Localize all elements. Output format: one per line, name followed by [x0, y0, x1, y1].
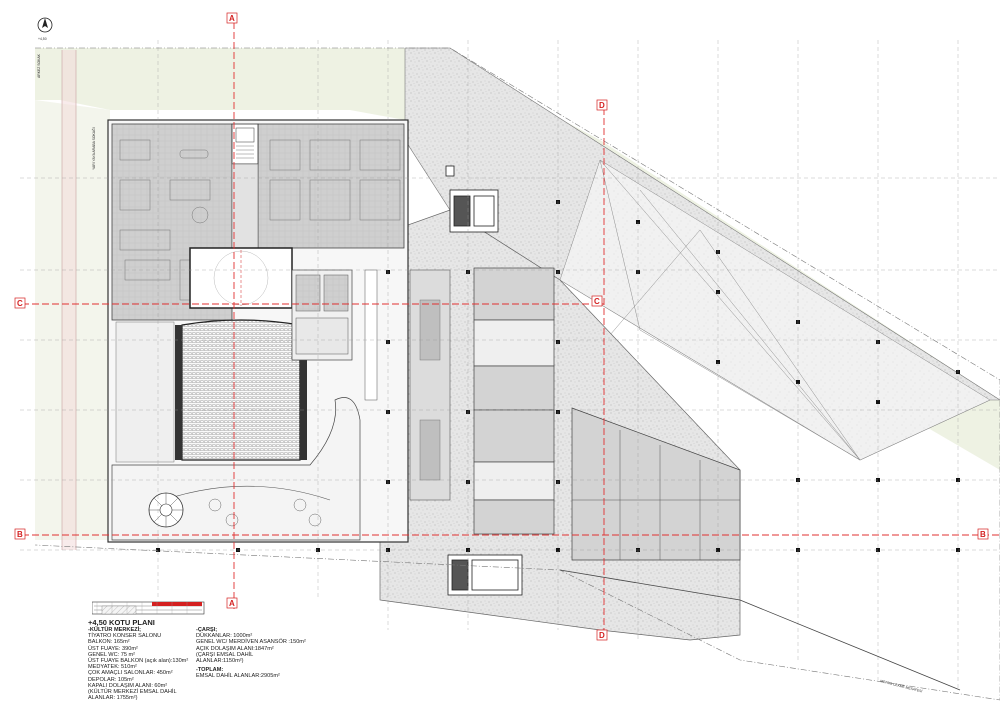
culture-center-header: -KÜLTÜR MERKEZİ; — [88, 627, 142, 633]
area-schedule: +4,50 KOTU PLANI -KÜLTÜR MERKEZİ; TİYATR… — [88, 618, 418, 714]
area-line: ALANLAR:1150m²) — [196, 658, 244, 665]
section-marker-b-right: B — [977, 528, 989, 540]
area-line: DÜKKANLAR: 1000m² — [196, 633, 253, 640]
section-lines — [22, 22, 1000, 636]
area-line: (ÇARŞI EMSAL DAHİL — [196, 651, 254, 658]
section-label: D — [599, 631, 605, 640]
elevation-thumbnail — [92, 601, 205, 615]
shop-wedge — [571, 407, 741, 561]
culture-center-list: -KÜLTÜR MERKEZİ; TİYATRO KONSER SALONU B… — [88, 627, 188, 701]
grid-lines — [20, 40, 1000, 690]
area-line: DEPOLAR: 105m² — [88, 676, 134, 683]
section-label: B — [17, 530, 23, 539]
street-label: ARKEZ SOKAK — [37, 53, 41, 78]
total-line: EMSAL DAHİL ALANLAR:2905m² — [196, 673, 280, 680]
green-area-top — [35, 48, 405, 120]
total-header: -TOPLAM: — [196, 667, 224, 674]
section-label: C — [17, 299, 23, 308]
corridor — [231, 163, 259, 249]
road-strip — [62, 50, 76, 550]
north-arrow-icon — [37, 17, 53, 33]
area-line: BALKON: 165m² — [88, 639, 130, 646]
area-line: AÇIK DOLAŞIM ALANI:1847m² — [196, 645, 274, 652]
area-line: MEDYATEK: 510m² — [88, 664, 137, 671]
section-marker-d-bottom: D — [596, 629, 608, 641]
section-label: B — [980, 530, 986, 539]
street-label: YARI YAYA ARABA SOKAĞI — [91, 127, 96, 170]
room-block-top-right — [257, 123, 405, 249]
section-label: C — [594, 297, 600, 306]
plaza-right-canopy — [559, 159, 991, 461]
section-label: A — [229, 599, 235, 608]
area-line: ALANLAR: 1755m²) — [88, 695, 138, 702]
auditorium-seating — [181, 319, 301, 461]
area-line: TİYATRO KONSER SALONU — [88, 633, 162, 640]
foyer-left — [115, 321, 175, 463]
section-marker-b-left: B — [14, 528, 26, 540]
section-marker-d-top: D — [596, 99, 608, 111]
long-bench — [364, 269, 378, 401]
section-marker-c-right: C — [591, 295, 603, 307]
area-line: ÜST FUAYE BALKON (açık alan):130m² — [88, 658, 189, 665]
section-label: D — [599, 101, 605, 110]
area-line: GENEL WC/ MERDİVEN ASANSÖR :150m² — [196, 639, 306, 646]
section-marker-a-top: A — [226, 12, 238, 24]
area-line: KAPALI DOLAŞIM ALANI: 60m² — [88, 682, 168, 689]
shop-units — [473, 267, 555, 535]
level-label: +4,50 — [38, 37, 47, 41]
area-line: ÇOK AMAÇLI SALONLAR: 450m² — [88, 670, 173, 677]
plan-title: +4,50 KOTU PLANI — [88, 618, 155, 627]
section-marker-a-bottom: A — [226, 597, 238, 609]
section-marker-c-left: C — [14, 297, 26, 309]
area-line: (KÜLTÜR MERKEZİ EMSAL DAHİL — [88, 689, 177, 696]
bazaar-header: -ÇARŞI; — [196, 627, 218, 633]
bazaar-list: -ÇARŞI; DÜKKANLAR: 1000m² GENEL WC/ MERD… — [196, 627, 306, 680]
stair-cores — [445, 165, 523, 596]
section-label: A — [229, 14, 235, 23]
area-line: GENEL WC: 75 m² — [88, 651, 136, 658]
area-line: ÜST FUAYE: 390m² — [88, 645, 138, 652]
